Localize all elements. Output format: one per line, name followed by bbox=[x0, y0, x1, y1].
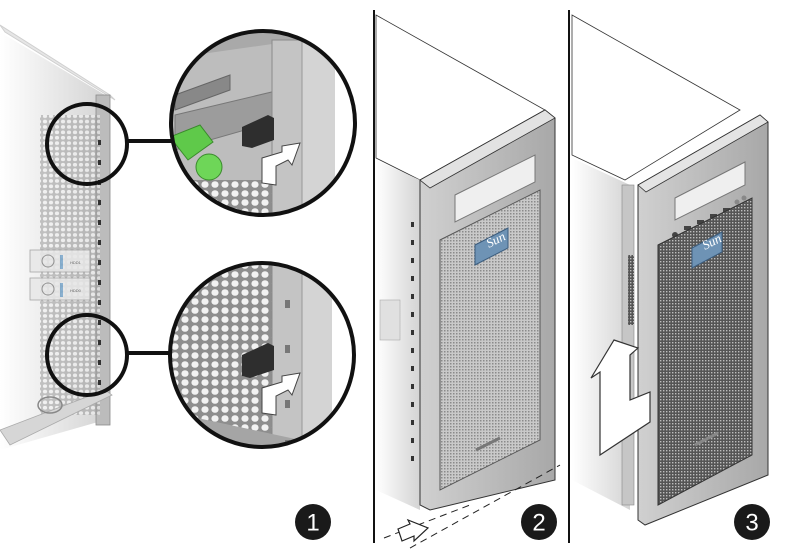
guide-line-2 bbox=[409, 464, 561, 549]
arrow-icon-lift bbox=[590, 339, 651, 457]
release-tab-upper bbox=[242, 115, 274, 148]
optical-drive bbox=[454, 154, 536, 223]
panel-2: Sun 2 bbox=[375, 14, 561, 549]
front-mesh-3 bbox=[657, 197, 753, 506]
chassis-base bbox=[0, 389, 113, 446]
green-knob bbox=[195, 153, 223, 181]
green-latch bbox=[171, 124, 214, 161]
sun-logo: Sun bbox=[474, 227, 509, 266]
panel-3: Sun 3 bbox=[571, 14, 770, 540]
foot bbox=[37, 396, 63, 414]
tower-top-3 bbox=[571, 14, 741, 181]
release-tab-lower bbox=[242, 343, 274, 378]
drive-label-hdd0: HDD0 bbox=[70, 288, 82, 293]
svg-text:2: 2 bbox=[532, 510, 545, 537]
step-badge-2: 2 bbox=[521, 504, 557, 540]
svg-text:3: 3 bbox=[745, 510, 758, 537]
chassis-top-edge bbox=[0, 24, 116, 101]
drive-bays: HDD1 HDD0 bbox=[29, 249, 91, 301]
arrow-icon-forward bbox=[397, 518, 430, 543]
magnified-callout-lower bbox=[170, 263, 354, 447]
tower-side-3 bbox=[572, 158, 630, 510]
svg-text:1: 1 bbox=[306, 510, 319, 537]
optical-drive-3 bbox=[674, 161, 746, 221]
side-rail-slots bbox=[411, 222, 414, 461]
bezel-handle bbox=[475, 436, 501, 452]
guide-line-1 bbox=[383, 504, 471, 539]
callout-ring-lower bbox=[168, 261, 356, 449]
step-badge-1: 1 bbox=[295, 504, 331, 540]
callout-marker-upper bbox=[45, 102, 129, 186]
bezel-handle-3 bbox=[694, 431, 719, 447]
front-mesh bbox=[439, 189, 541, 491]
panel-1: HDD1 HDD0 bbox=[0, 24, 357, 540]
sun-logo-3: Sun bbox=[691, 230, 724, 269]
arrow-icon-lower bbox=[261, 372, 301, 416]
callout-ring-upper bbox=[169, 29, 357, 217]
magnified-callout-upper bbox=[171, 31, 355, 215]
arrow-icon-upper bbox=[261, 142, 301, 186]
step-badge-3: 3 bbox=[734, 504, 770, 540]
drive-label-hdd1: HDD1 bbox=[70, 260, 82, 265]
